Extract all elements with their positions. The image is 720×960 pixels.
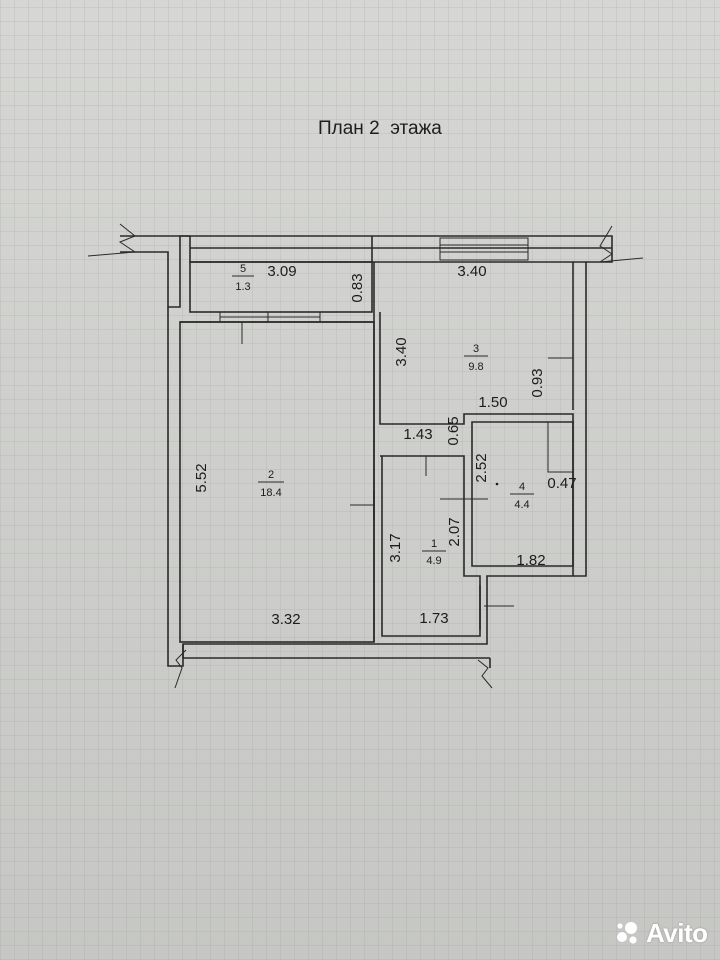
room-2-number: 2	[268, 469, 274, 481]
window-room	[219, 311, 321, 323]
avito-watermark-text: Avito	[646, 917, 708, 948]
wall-break-markers	[87, 223, 644, 689]
room-label-5: 5 1.3	[232, 263, 254, 293]
outer-walls	[120, 235, 613, 668]
dim-bath-width: 1.82	[516, 552, 545, 569]
room-4-area: 4.4	[514, 499, 529, 511]
room-5-balcony	[189, 261, 373, 313]
niche	[547, 357, 573, 473]
dim-hall-height: 3.17	[387, 533, 404, 562]
dim-balcony-length: 3.09	[267, 263, 296, 280]
room-label-2: 2 18.4	[258, 469, 284, 499]
room-label-4: 4 4.4	[495, 481, 534, 511]
room-5-area: 1.3	[235, 281, 250, 293]
room-5-number: 5	[240, 263, 246, 275]
dim-bath-inner-height: 2.07	[446, 517, 463, 546]
room-2-area: 18.4	[260, 487, 281, 499]
dim-hall-step-width: 1.43	[403, 426, 432, 443]
room-1-number: 1	[431, 538, 437, 550]
dim-niche-depth: 0.93	[529, 368, 546, 397]
dim-bath-height: 2.52	[473, 453, 490, 482]
avito-watermark: Avito	[614, 918, 708, 948]
dim-room-length: 5.52	[193, 463, 210, 492]
dim-hall-width: 1.73	[419, 610, 448, 627]
room-1-area: 4.9	[426, 555, 441, 567]
dim-kitchen-width: 3.40	[393, 337, 410, 366]
room-3-number: 3	[473, 343, 479, 355]
plan-title: План 2 этажа	[318, 118, 442, 139]
room-label-3: 3 9.8	[464, 343, 488, 373]
dimension-labels: 3.09 0.83 3.40 3.40 5.52 3.32 1.43 0.65 …	[193, 263, 577, 628]
door-markers	[241, 322, 514, 630]
dim-hall-step-depth: 0.65	[445, 416, 462, 445]
dim-balcony-depth: 0.83	[349, 273, 366, 302]
dim-kitchen-length: 3.40	[457, 263, 486, 280]
room-3-area: 9.8	[468, 361, 483, 373]
dim-room-width: 3.32	[271, 611, 300, 628]
dim-niche-width: 0.47	[547, 475, 576, 492]
dim-bath-top: 1.50	[478, 394, 507, 411]
room-label-1: 1 4.9	[422, 538, 446, 567]
room-4-bath	[471, 421, 574, 567]
avito-logo-icon	[617, 922, 637, 944]
room-1-hall	[380, 455, 481, 637]
room-4-number: 4	[519, 481, 525, 493]
window-kitchen	[439, 237, 529, 261]
